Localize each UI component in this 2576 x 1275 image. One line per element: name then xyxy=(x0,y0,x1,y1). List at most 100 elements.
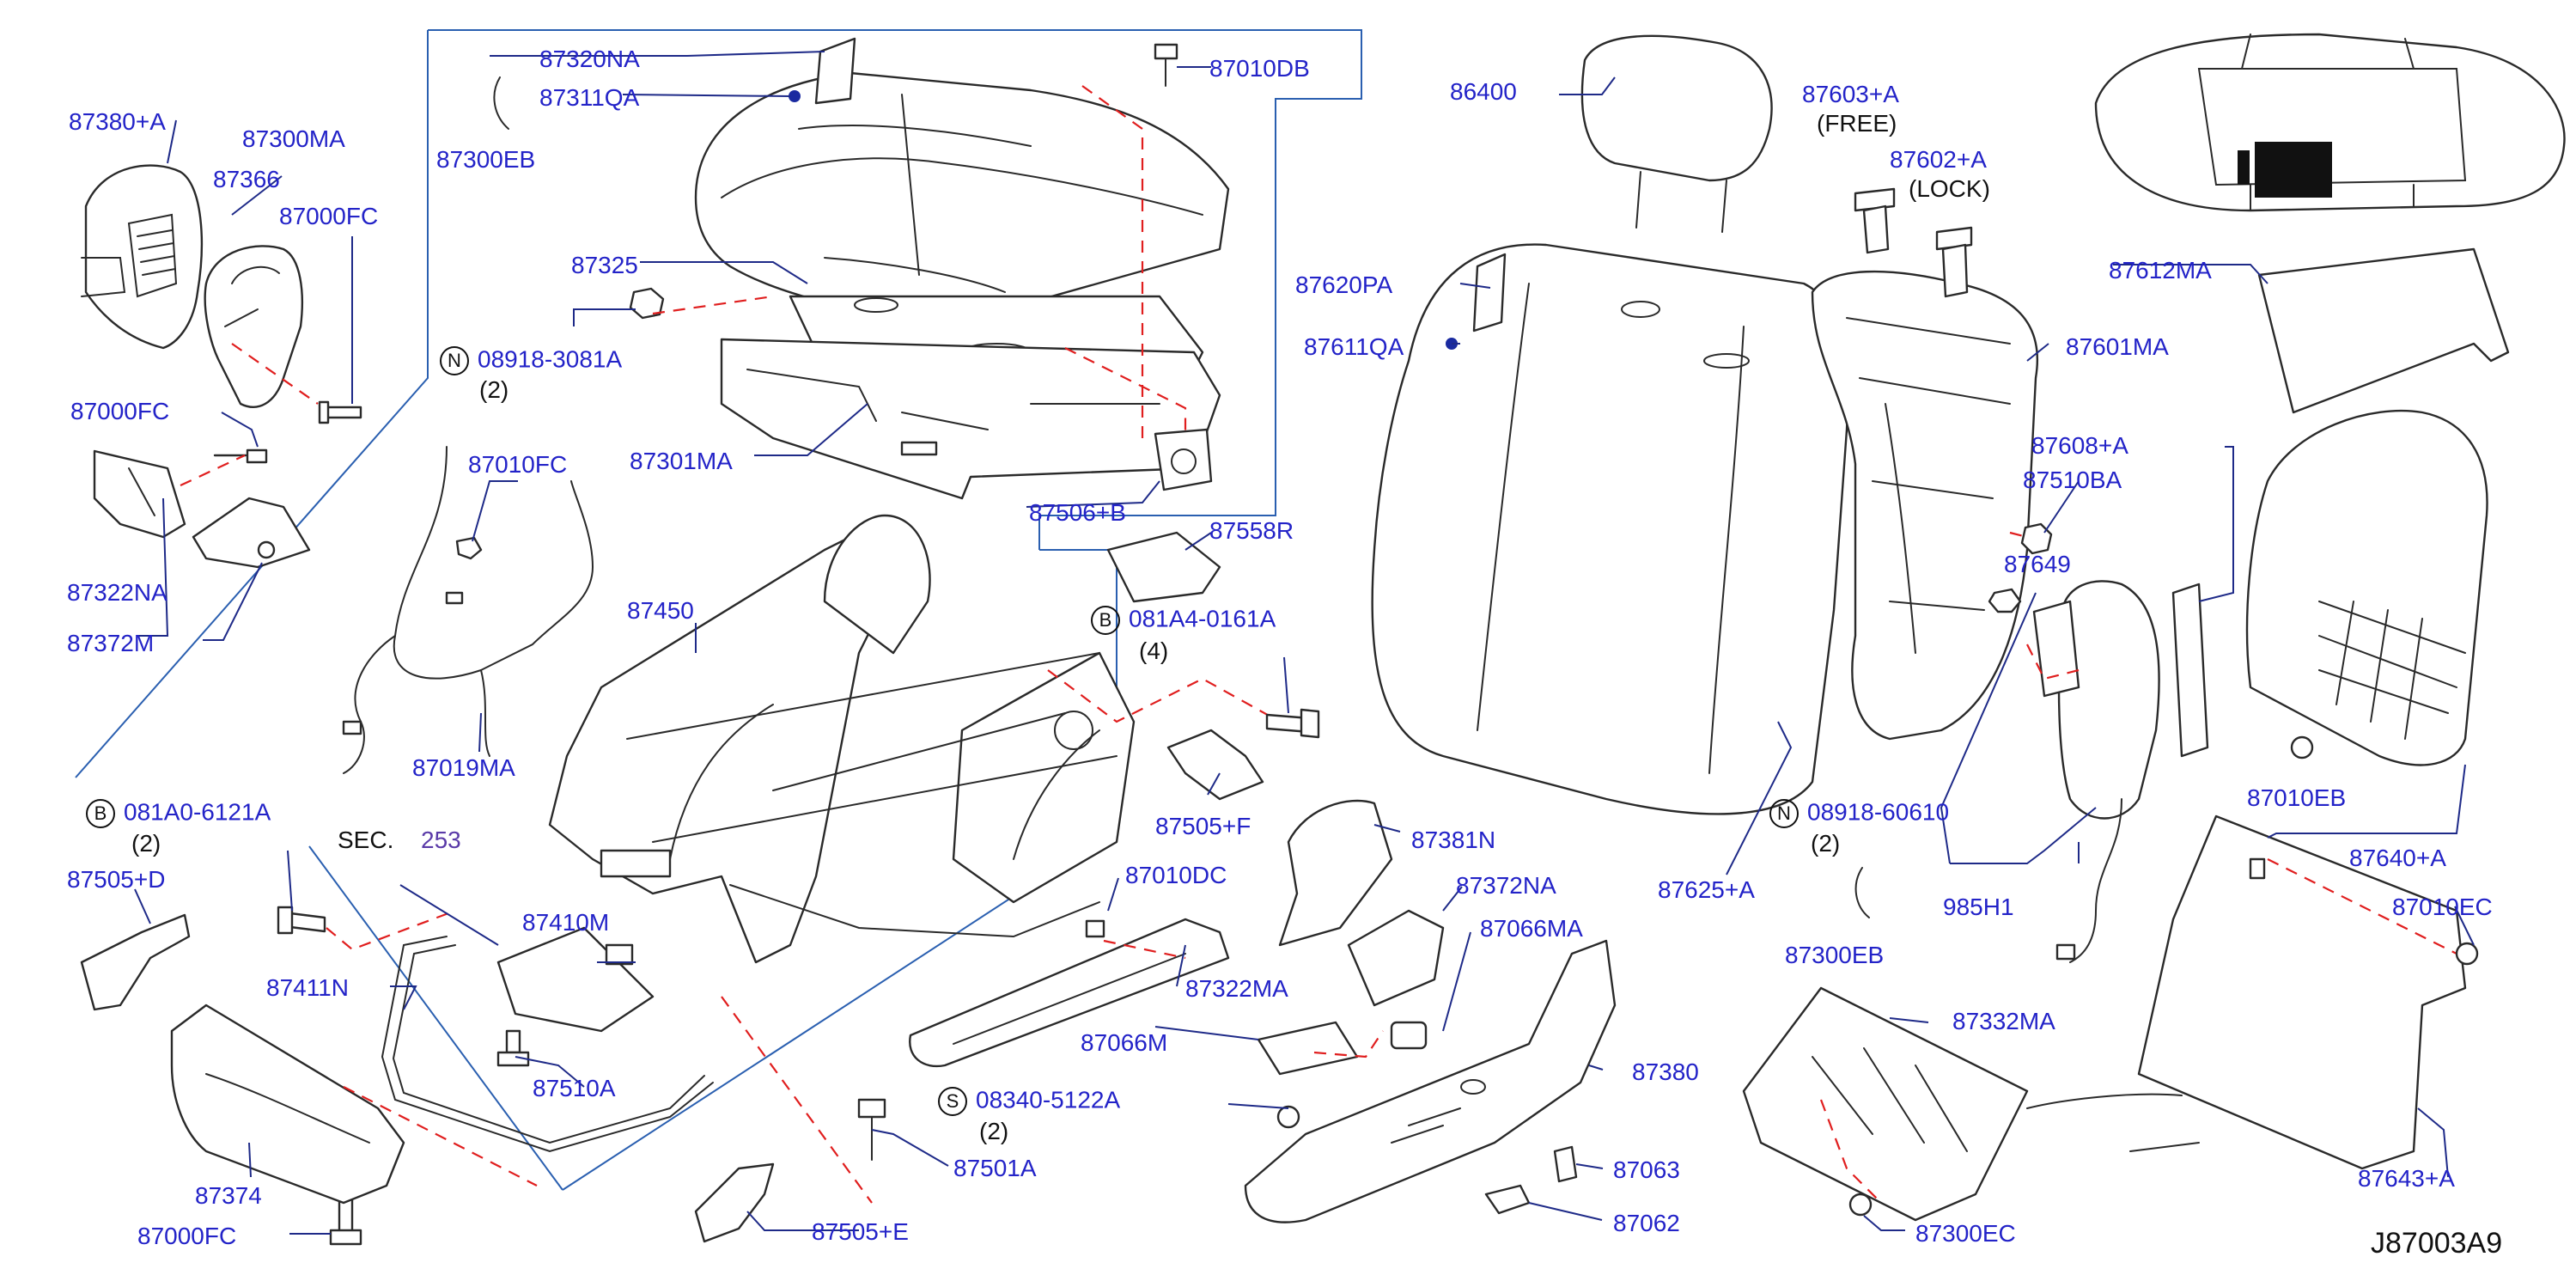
symbol-b-2: B xyxy=(86,799,115,828)
label-87000FC-a: 87000FC xyxy=(279,203,379,229)
symbol-s-1: S xyxy=(938,1087,967,1116)
label-081A0-6121A: B 081A0-6121A xyxy=(86,799,271,828)
label-qty-4: (4) xyxy=(1139,638,1169,664)
label-87010FC: 87010FC xyxy=(468,451,568,478)
label-87063: 87063 xyxy=(1613,1156,1680,1183)
label-sec-253: 253 xyxy=(421,827,461,853)
part-87010FC-clip xyxy=(455,536,483,560)
part-87558R-bracket xyxy=(1106,531,1221,603)
part-87010DC-screw xyxy=(1085,919,1105,938)
label-87372M: 87372M xyxy=(67,630,155,656)
part-87411N-rod xyxy=(381,936,714,1153)
label-87558R: 87558R xyxy=(1209,517,1294,544)
label-87506B: 87506+B xyxy=(1029,499,1126,526)
label-87332MA: 87332MA xyxy=(1952,1008,2055,1034)
label-87300EC: 87300EC xyxy=(1915,1220,2016,1247)
label-87450: 87450 xyxy=(627,597,694,624)
label-08918-3081A-text: 08918-3081A xyxy=(478,345,623,373)
symbol-n-1: N xyxy=(440,346,469,375)
car-locator-outline xyxy=(2094,33,2566,212)
part-87320NA-cushion-trim xyxy=(694,37,1230,328)
part-87381N-finisher xyxy=(1278,799,1393,947)
label-87411N: 87411N xyxy=(266,974,350,1001)
label-86400: 86400 xyxy=(1450,78,1517,105)
label-sec: SEC. xyxy=(338,827,394,853)
label-87322MA: 87322MA xyxy=(1185,975,1288,1002)
label-87374: 87374 xyxy=(195,1182,262,1209)
label-87010DB: 87010DB xyxy=(1209,55,1310,82)
part-87510A-bolt xyxy=(496,1029,530,1067)
label-87603A: 87603+A xyxy=(1802,81,1899,107)
label-87322NA: 87322NA xyxy=(67,579,167,606)
label-87380: 87380 xyxy=(1632,1058,1699,1085)
part-87374-cover xyxy=(170,1004,405,1205)
label-87325: 87325 xyxy=(571,252,638,278)
part-87000FC-bolts xyxy=(213,400,362,1246)
part-87380A-side-cover xyxy=(81,164,204,350)
part-87066MA-knob xyxy=(1390,1021,1428,1050)
label-08918-3081A: N 08918-3081A xyxy=(440,346,622,375)
label-87010EC: 87010EC xyxy=(2392,894,2493,920)
label-87062: 87062 xyxy=(1613,1210,1680,1236)
part-87608A-bracket xyxy=(2171,583,2209,758)
symbol-n-2: N xyxy=(1769,799,1799,828)
label-985H1: 985H1 xyxy=(1943,894,2014,920)
part-081A4-bolt xyxy=(1265,708,1320,739)
label-87510A: 87510A xyxy=(533,1075,616,1101)
part-87505E-cover xyxy=(694,1162,775,1243)
part-87019MA-harness xyxy=(342,446,594,774)
label-qty-2-d: (2) xyxy=(1811,830,1841,857)
label-87505E: 87505+E xyxy=(812,1218,909,1245)
label-87640A: 87640+A xyxy=(2349,845,2446,871)
label-87066M: 87066M xyxy=(1081,1029,1168,1056)
part-87643A-back-board xyxy=(2026,814,2467,1170)
part-985H1-airbag xyxy=(2032,580,2160,963)
label-87611QA: 87611QA xyxy=(1304,333,1404,360)
part-87603A-pin xyxy=(1854,187,1896,254)
part-87506B-clip xyxy=(1154,428,1213,491)
label-87301MA: 87301MA xyxy=(630,448,733,474)
label-87320NA: 87320NA xyxy=(539,46,640,72)
part-87505F-bracket xyxy=(1166,729,1264,801)
label-08340-5122A-text: 08340-5122A xyxy=(976,1086,1121,1113)
part-87640A-back-panel xyxy=(2245,409,2488,766)
part-08918-nut xyxy=(629,287,665,320)
part-87066M-screw xyxy=(1276,1105,1300,1129)
part-87066M-switch xyxy=(1257,1021,1359,1076)
part-87311QA-tag xyxy=(789,90,801,102)
label-87000FC-c: 87000FC xyxy=(137,1223,237,1249)
label-87380A: 87380+A xyxy=(69,108,166,135)
label-87311QA: 87311QA xyxy=(539,84,640,111)
part-081A0-bolt xyxy=(277,906,326,935)
label-87649: 87649 xyxy=(2004,551,2071,577)
label-87372NA: 87372NA xyxy=(1456,872,1556,899)
label-08340-5122A: S 08340-5122A xyxy=(938,1087,1120,1116)
part-87062-knob xyxy=(1484,1184,1531,1215)
label-87300EB-b: 87300EB xyxy=(1785,942,1885,968)
label-87000FC-b: 87000FC xyxy=(70,398,170,424)
part-08340-screw xyxy=(857,1098,886,1161)
label-87410M: 87410M xyxy=(522,909,610,936)
part-87063-knob xyxy=(1553,1145,1578,1183)
part-87602A-pin xyxy=(1935,226,1973,298)
part-86400-headrest xyxy=(1580,34,1773,233)
part-87010EC-clip xyxy=(2455,942,2479,966)
label-87608A: 87608+A xyxy=(2031,432,2128,459)
label-081A0-6121A-text: 081A0-6121A xyxy=(124,798,271,826)
label-qty-2-b: (2) xyxy=(131,830,161,857)
part-87300EC-clip xyxy=(1848,1193,1873,1217)
symbol-b-1: B xyxy=(1091,606,1120,635)
part-87620PA-back-trim xyxy=(1371,243,1849,815)
label-87010DC: 87010DC xyxy=(1125,862,1227,888)
label-87643A: 87643+A xyxy=(2358,1165,2455,1192)
label-87300MA: 87300MA xyxy=(242,125,345,152)
part-87010DB-screw xyxy=(1154,43,1178,87)
part-87505D-cover xyxy=(80,913,191,1011)
label-87510BA: 87510BA xyxy=(2023,467,2122,493)
part-87322MA-rail-cover xyxy=(909,918,1230,1068)
part-87450-seat-frame xyxy=(548,514,1136,964)
label-081A4-0161A-text: 081A4-0161A xyxy=(1129,605,1276,632)
part-87380-cover xyxy=(1244,939,1617,1223)
part-87510BA-nut xyxy=(2020,522,2053,555)
